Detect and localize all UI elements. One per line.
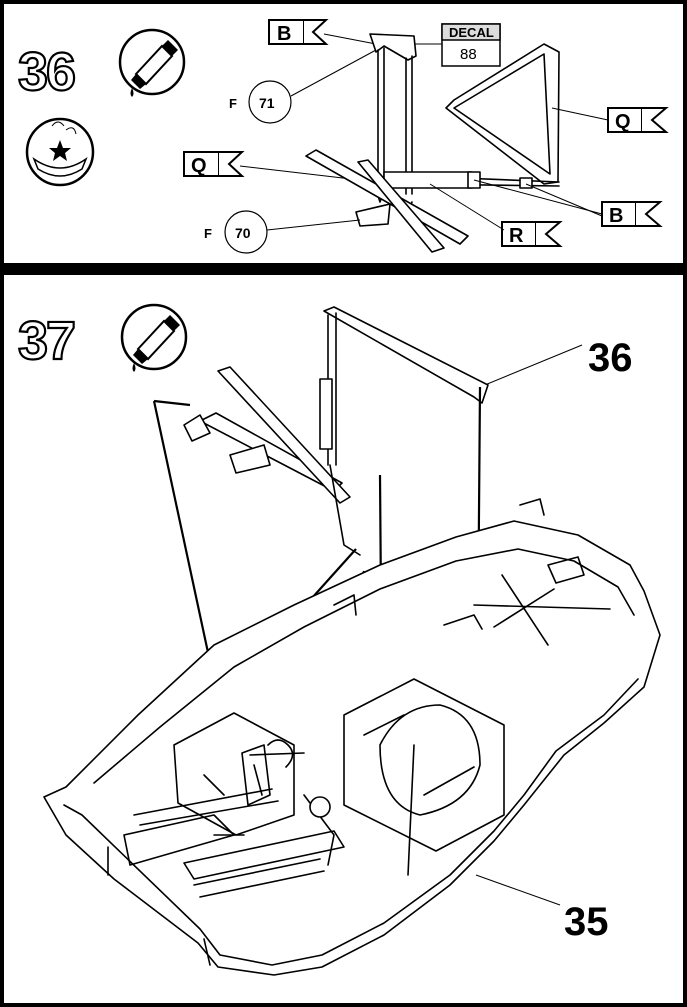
decal-box: DECAL 88 <box>441 23 501 67</box>
part-f71: F 71 <box>229 49 377 124</box>
roll-frame-subassembly <box>183 306 489 556</box>
label-flag-b-right: B <box>601 201 663 227</box>
label-b-top: B <box>277 23 291 45</box>
decal-title: DECAL <box>449 25 494 40</box>
glue-tube-icon <box>118 28 186 97</box>
glue-tube-icon <box>120 303 188 372</box>
label-flag-q-right: Q <box>607 107 669 133</box>
label-flag-b-top: B <box>268 19 329 45</box>
label-flag-r: R <box>501 221 563 247</box>
label-q-right: Q <box>615 111 631 133</box>
callout-35: 35 <box>564 900 609 944</box>
part-f71-letter: F <box>229 96 237 111</box>
cross-member-part <box>305 149 469 253</box>
label-r: R <box>509 225 524 247</box>
label-q-left: Q <box>191 155 207 177</box>
label-flag-q-left: Q <box>183 151 245 177</box>
part-f70-letter: F <box>204 226 212 241</box>
step-37-diagram: 37 36 <box>17 303 661 976</box>
part-f70-number: 70 <box>235 225 251 241</box>
chassis-body <box>43 498 661 976</box>
step-36-panel: 36 B DECAL 88 <box>4 4 683 263</box>
callout-36: 36 <box>588 336 633 380</box>
part-f70: F 70 <box>204 210 361 254</box>
step-37-panel: 37 36 <box>4 275 683 1003</box>
step-37-number: 37 <box>18 311 74 371</box>
paint-star-icon <box>25 117 95 187</box>
decal-number: 88 <box>460 46 477 63</box>
label-b-right: B <box>609 205 623 227</box>
step-36-diagram: 36 B DECAL 88 <box>17 19 669 254</box>
triangle-frame-part <box>383 43 560 189</box>
part-f71-number: 71 <box>259 95 275 111</box>
step-36-number: 36 <box>18 42 75 102</box>
